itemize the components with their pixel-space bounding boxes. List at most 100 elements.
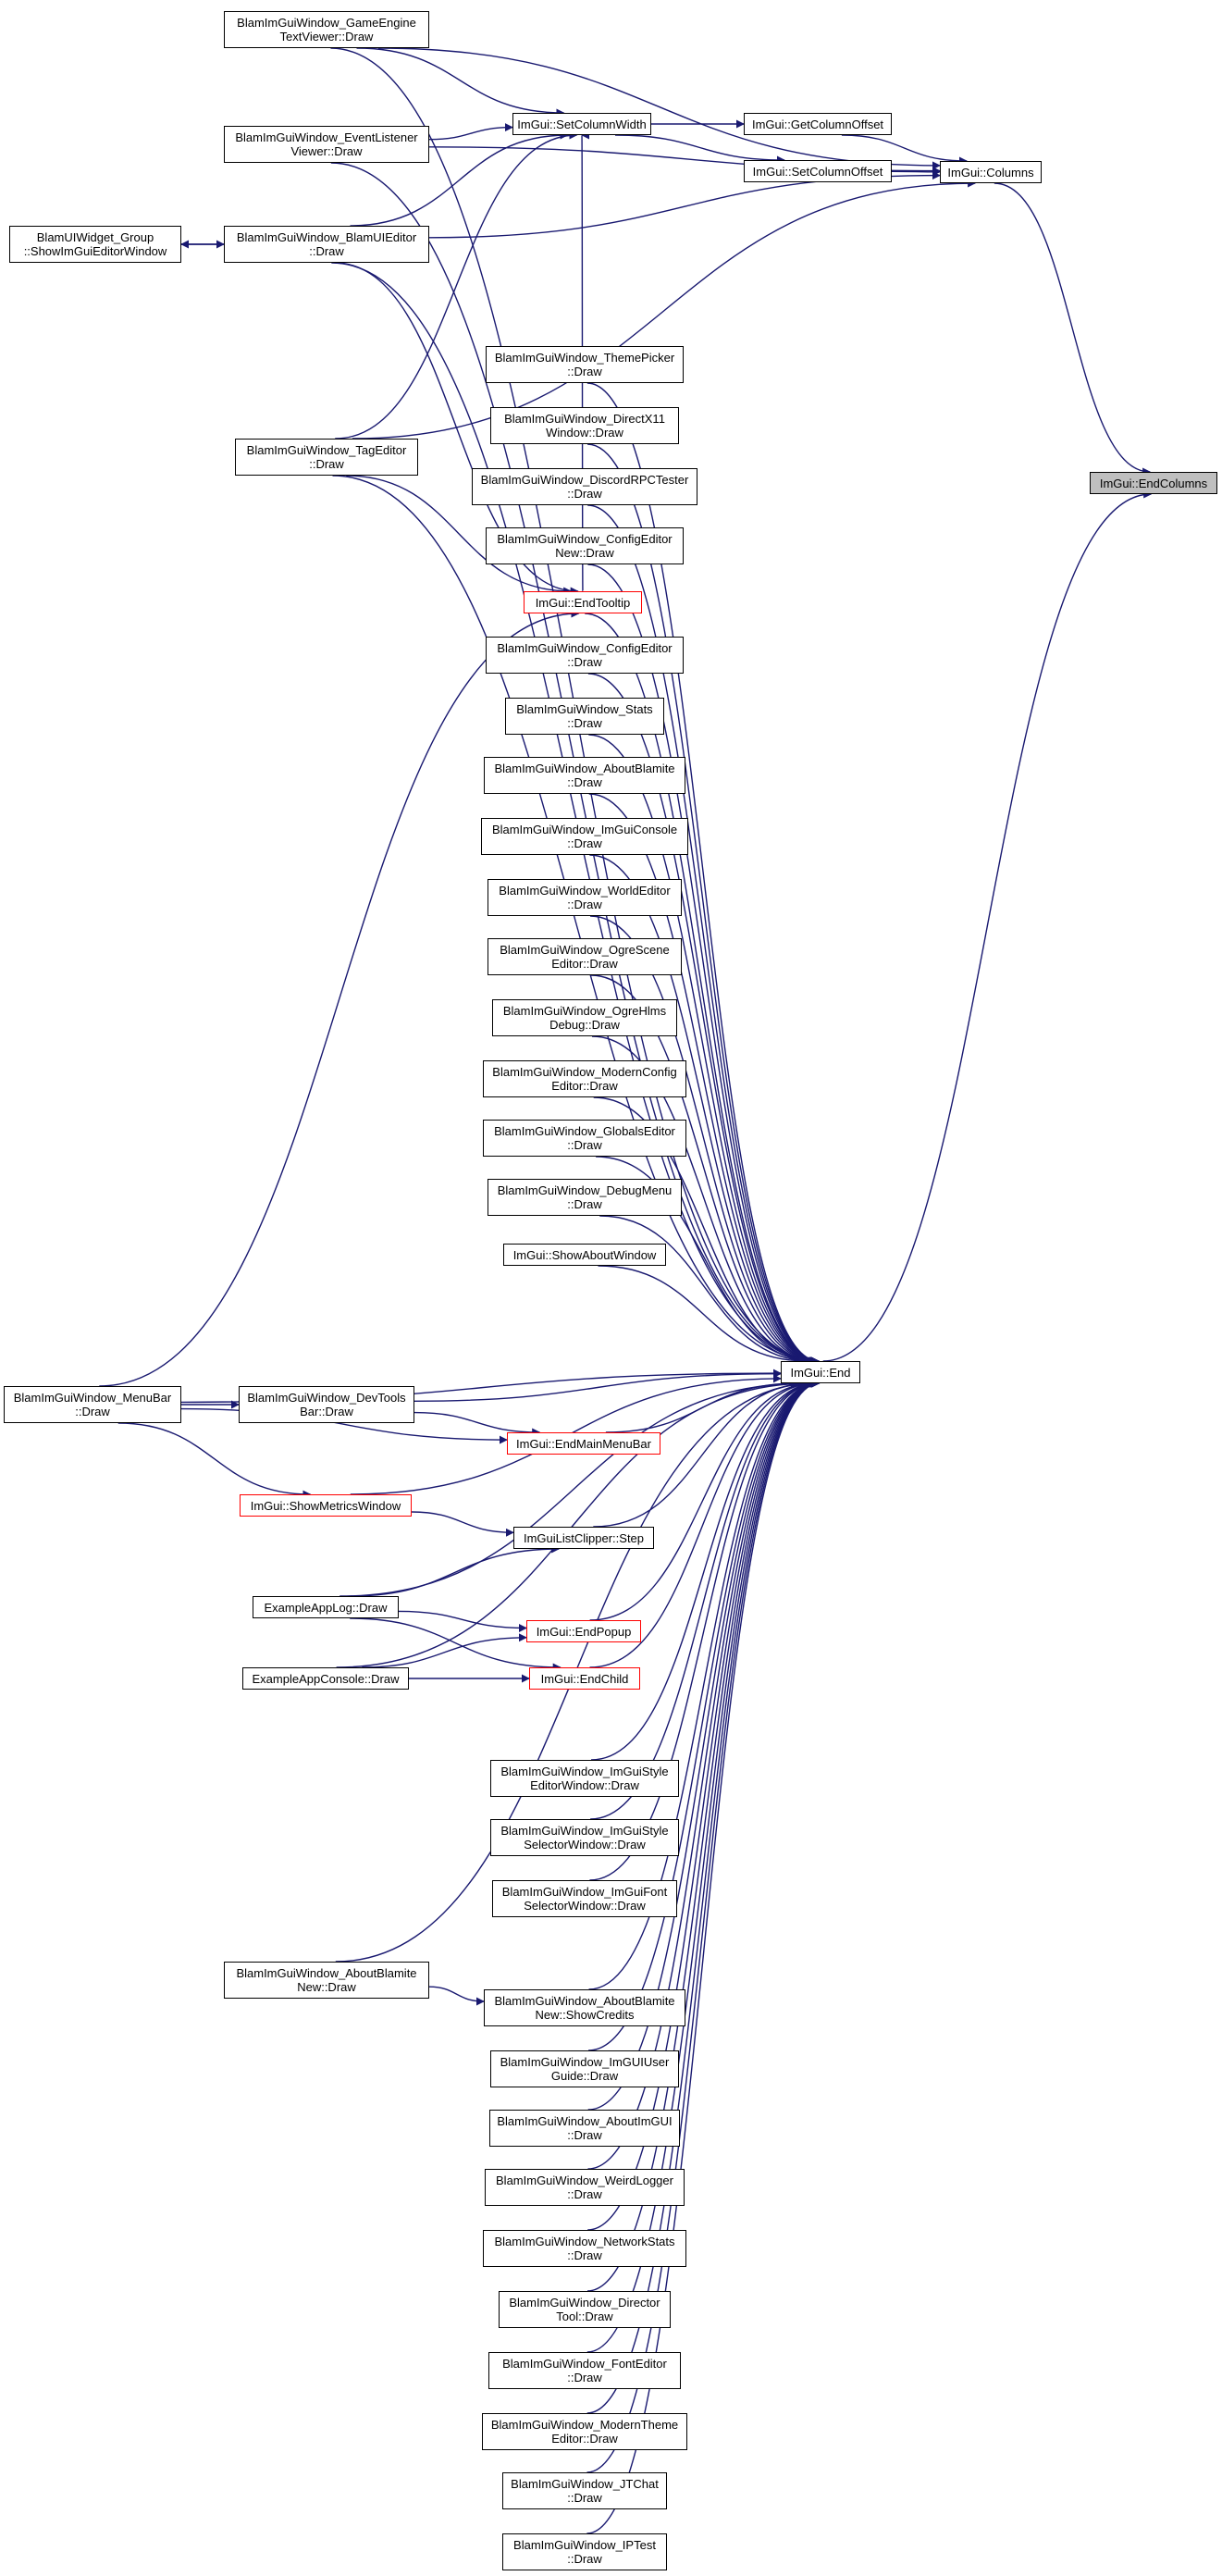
node-blamimguiwindow-aboutblamite-draw[interactable]: BlamImGuiWindow_AboutBlamite ::Draw: [484, 757, 685, 794]
node-label-line-1: BlamImGuiWindow_GameEngine: [237, 16, 416, 30]
node-label-line-1: BlamImGuiWindow_WorldEditor: [499, 884, 671, 898]
node-blamimguiwindow-weirdlogger-draw[interactable]: BlamImGuiWindow_WeirdLogger ::Draw: [485, 2169, 685, 2206]
node-label-line-1: BlamImGuiWindow_AboutBlamite: [494, 762, 675, 775]
node-label-line-1: BlamImGuiWindow_EventListener: [235, 130, 418, 144]
node-imgui-end[interactable]: ImGui::End: [781, 1361, 860, 1383]
node-imgui-end-tooltip[interactable]: ImGui::EndTooltip: [524, 591, 642, 613]
node-blamimguiwindow-fonteditor-draw[interactable]: BlamImGuiWindow_FontEditor ::Draw: [488, 2352, 681, 2389]
node-blamimguiwindow-networkstats-draw[interactable]: BlamImGuiWindow_NetworkStats ::Draw: [483, 2230, 686, 2267]
node-blamimguiwindow-aboutblamite-new-draw[interactable]: BlamImGuiWindow_AboutBlamite New::Draw: [224, 1962, 429, 1999]
node-imgui-showaboutwindow[interactable]: ImGui::ShowAboutWindow: [503, 1244, 666, 1266]
edge-tag_editor-to-set_column_width: [335, 130, 578, 440]
node-blamimguiwindow-menubar-draw[interactable]: BlamImGuiWindow_MenuBar ::Draw: [4, 1386, 181, 1423]
node-label-line-2: Editor::Draw: [551, 957, 618, 971]
node-label-line-2: ::Draw: [309, 457, 344, 471]
node-label-line-2: Editor::Draw: [551, 1079, 618, 1093]
node-blamimguiwindow-globalseditor-draw[interactable]: BlamImGuiWindow_GlobalsEditor ::Draw: [483, 1120, 686, 1157]
node-label-line-1: BlamImGuiWindow_JTChat: [511, 2477, 659, 2491]
node-blamimguiwindow-imguistyle-editorwindow-draw[interactable]: BlamImGuiWindow_ImGuiStyle EditorWindow:…: [490, 1760, 679, 1797]
node-label: ImGui::ShowMetricsWindow: [250, 1498, 401, 1513]
node-blamimguiwindow-configeditor-draw[interactable]: BlamImGuiWindow_ConfigEditor ::Draw: [486, 637, 684, 674]
node-label: ImGui::End: [790, 1365, 851, 1380]
node-imgui-set-column-width[interactable]: ImGui::SetColumnWidth: [512, 113, 651, 135]
node-label-line-1: BlamImGuiWindow_DiscordRPCTester: [480, 473, 689, 487]
node-label-line-1: BlamImGuiWindow_WeirdLogger: [496, 2174, 673, 2187]
node-imgui-end-columns: ImGui::EndColumns: [1090, 472, 1217, 494]
node-blamimguiwindow-gameengine-textviewer-draw[interactable]: BlamImGuiWindow_GameEngine TextViewer::D…: [224, 11, 429, 48]
node-label-line-2: New::Draw: [555, 546, 614, 560]
edge-debug_menu-to-end: [599, 1215, 813, 1366]
node-blamimguiwindow-iptest-draw[interactable]: BlamImGuiWindow_IPTest ::Draw: [502, 2533, 667, 2570]
node-label: ImGui::EndPopup: [536, 1624, 632, 1639]
node-blamimguiwindow-imguiconsole-draw[interactable]: BlamImGuiWindow_ImGuiConsole ::Draw: [481, 818, 688, 855]
edge-style_editor_window-to-end: [590, 1379, 818, 1761]
node-blamimguiwindow-imguifont-selectorwindow-draw[interactable]: BlamImGuiWindow_ImGuiFont SelectorWindow…: [492, 1880, 677, 1917]
node-blamimguiwindow-devtools-bar-draw[interactable]: BlamImGuiWindow_DevTools Bar::Draw: [239, 1386, 414, 1423]
edge-end_child-to-end: [589, 1379, 817, 1668]
edge-game_engine_text_viewer-to-set_column_width: [356, 47, 565, 118]
node-blamimguiwindow-eventlistener-viewer-draw[interactable]: BlamImGuiWindow_EventListener Viewer::Dr…: [224, 126, 429, 163]
edge-discord_rpc_tester-to-end: [587, 504, 820, 1366]
edge-set_column_offset-to-columns: [891, 167, 941, 177]
node-blamuiwidget-group-showimguieditorwindow[interactable]: BlamUIWidget_Group ::ShowImGuiEditorWind…: [9, 226, 181, 263]
node-blamimguiwindow-directx11-window-draw[interactable]: BlamImGuiWindow_DirectX11 Window::Draw: [490, 407, 679, 444]
node-blamimguiwindow-discordrpctester-draw[interactable]: BlamImGuiWindow_DiscordRPCTester ::Draw: [472, 468, 697, 505]
node-label-line-2: ::Draw: [567, 2187, 602, 2201]
node-label-line-1: BlamImGuiWindow_AboutImGUI: [497, 2114, 673, 2128]
edge-event_listener_viewer-to-set_column_width: [428, 123, 513, 141]
node-blamimguiwindow-moderntheme-editor-draw[interactable]: BlamImGuiWindow_ModernTheme Editor::Draw: [482, 2413, 687, 2450]
node-blamimguiwindow-themepicker-draw[interactable]: BlamImGuiWindow_ThemePicker ::Draw: [486, 346, 684, 383]
node-label-line-2: New::ShowCredits: [535, 2008, 635, 2022]
node-label-line-1: BlamImGuiWindow_ImGuiStyle: [500, 1765, 669, 1778]
edge-ogre_hlms_debug-to-end: [591, 1035, 818, 1366]
node-label-line-2: ::Draw: [309, 244, 344, 258]
node-label-line-1: BlamImGuiWindow_ConfigEditor: [497, 532, 673, 546]
node-label: ExampleAppLog::Draw: [264, 1600, 388, 1615]
node-blamimguiwindow-ogrehlms-debug-draw[interactable]: BlamImGuiWindow_OgreHlms Debug::Draw: [492, 999, 677, 1036]
node-blamimguiwindow-debugmenu-draw[interactable]: BlamImGuiWindow_DebugMenu ::Draw: [488, 1179, 682, 1216]
node-blamimguiwindow-aboutimgui-draw[interactable]: BlamImGuiWindow_AboutImGUI ::Draw: [489, 2110, 680, 2147]
node-blamimguiwindow-configeditor-new-draw[interactable]: BlamImGuiWindow_ConfigEditor New::Draw: [486, 527, 684, 564]
node-label-line-2: ::Draw: [567, 716, 602, 730]
node-imgui-end-child[interactable]: ImGui::EndChild: [529, 1667, 640, 1690]
node-label-line-2: EditorWindow::Draw: [530, 1778, 639, 1792]
node-label-line-2: SelectorWindow::Draw: [524, 1899, 646, 1913]
node-blamimguiwindow-stats-draw[interactable]: BlamImGuiWindow_Stats ::Draw: [505, 698, 664, 735]
node-blamimguiwindow-jtchat-draw[interactable]: BlamImGuiWindow_JTChat ::Draw: [502, 2472, 667, 2509]
node-label-line-1: BlamImGuiWindow_ThemePicker: [494, 351, 675, 365]
node-blamimguiwindow-blamuieditor-draw[interactable]: BlamImGuiWindow_BlamUIEditor ::Draw: [224, 226, 429, 263]
edge-end-to-end_columns: [822, 489, 1153, 1362]
edge-blam_ui_editor-to-end: [331, 262, 819, 1366]
node-blamimguiwindow-imguiuser-guide-draw[interactable]: BlamImGuiWindow_ImGUIUser Guide::Draw: [490, 2050, 679, 2087]
node-blamimguiwindow-imguistyle-selectorwindow-draw[interactable]: BlamImGuiWindow_ImGuiStyle SelectorWindo…: [490, 1819, 679, 1856]
node-label-line-1: BlamImGuiWindow_Director: [509, 2296, 660, 2310]
node-blamimguiwindow-modernconfig-editor-draw[interactable]: BlamImGuiWindow_ModernConfig Editor::Dra…: [483, 1060, 686, 1097]
node-exampleapplog-draw[interactable]: ExampleAppLog::Draw: [253, 1596, 399, 1618]
edge-example_app_log-to-end_child: [350, 1617, 562, 1672]
node-blamimguiwindow-aboutblamite-new-showcredits[interactable]: BlamImGuiWindow_AboutBlamite New::ShowCr…: [484, 1989, 685, 2026]
node-imguilistclipper-step[interactable]: ImGuiListClipper::Step: [513, 1527, 654, 1549]
node-blamimguiwindow-ogrescene-editor-draw[interactable]: BlamImGuiWindow_OgreScene Editor::Draw: [488, 938, 682, 975]
node-imgui-show-metrics-window[interactable]: ImGui::ShowMetricsWindow: [240, 1494, 412, 1517]
edge-tag_editor-to-end: [332, 475, 818, 1366]
node-label-line-1: BlamImGuiWindow_OgreHlms: [502, 1004, 667, 1018]
node-blamimguiwindow-tageditor-draw[interactable]: BlamImGuiWindow_TagEditor ::Draw: [235, 439, 418, 476]
node-label-line-1: BlamImGuiWindow_ImGuiFont: [501, 1885, 668, 1899]
node-label-line-2: ::Draw: [567, 2248, 602, 2262]
node-blamimguiwindow-worldeditor-draw[interactable]: BlamImGuiWindow_WorldEditor ::Draw: [488, 879, 682, 916]
node-label-line-2: ::Draw: [567, 365, 602, 378]
node-exampleappconsole-draw[interactable]: ExampleAppConsole::Draw: [242, 1667, 409, 1690]
node-label: ImGui::SetColumnWidth: [517, 117, 647, 131]
node-imgui-set-column-offset[interactable]: ImGui::SetColumnOffset: [744, 160, 892, 182]
node-label: ImGui::ShowAboutWindow: [512, 1247, 657, 1262]
node-imgui-get-column-offset[interactable]: ImGui::GetColumnOffset: [744, 113, 892, 135]
node-imgui-end-main-menu-bar[interactable]: ImGui::EndMainMenuBar: [507, 1432, 660, 1455]
node-imgui-columns[interactable]: ImGui::Columns: [940, 161, 1042, 183]
node-blamimguiwindow-director-tool-draw[interactable]: BlamImGuiWindow_Director Tool::Draw: [499, 2291, 671, 2328]
node-label-line-2: Guide::Draw: [550, 2069, 619, 2083]
node-imgui-end-popup[interactable]: ImGui::EndPopup: [526, 1620, 641, 1642]
node-label-line-2: SelectorWindow::Draw: [524, 1838, 646, 1852]
node-label-line-1: BlamImGuiWindow_DirectX11: [504, 412, 665, 426]
node-label-line-1: BlamImGuiWindow_NetworkStats: [494, 2235, 675, 2248]
node-label-line-2: Viewer::Draw: [290, 144, 363, 158]
